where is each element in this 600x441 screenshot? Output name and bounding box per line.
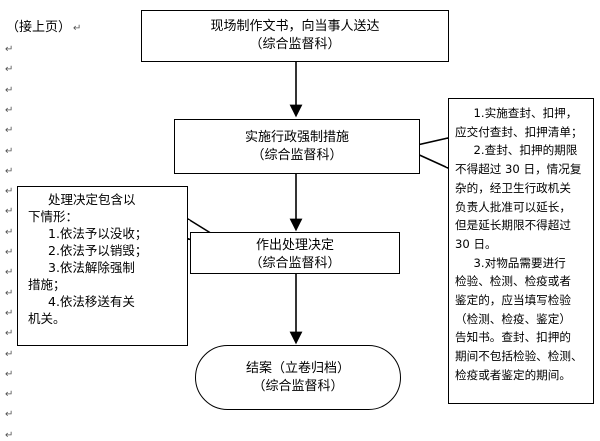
left-note-line: 2.依法予以销毁； <box>48 243 148 258</box>
left-note-line: 机关。 <box>28 311 66 326</box>
paragraph-mark: ↵ <box>5 104 14 116</box>
right-note-line: 鉴定的，应当填写检验 <box>455 293 571 308</box>
left-note-line: 1.依法予以没收； <box>48 226 148 241</box>
step-3-title: 作出处理决定 <box>255 238 334 253</box>
step-4-title: 结案（立卷归档） <box>245 361 350 376</box>
left-note-line: 3.依法解除强制 <box>48 260 135 275</box>
paragraph-mark: ↵ <box>5 206 14 218</box>
paragraph-mark: ↵ <box>5 409 14 421</box>
right-note-line: 应交付查封、扣押清单； <box>455 124 583 139</box>
left-note-line: 4.依法移送有关 <box>48 294 135 309</box>
continued-label: （接上页）↵ <box>6 20 82 35</box>
paragraph-mark: ↵ <box>5 389 14 401</box>
step-box-2: 实施行政强制措施 （综合监督科） <box>174 119 420 174</box>
left-note-line: 处理决定包含以 <box>48 192 136 207</box>
paragraph-mark: ↵ <box>5 287 14 299</box>
paragraph-mark: ↵ <box>5 267 14 279</box>
step-box-1: 现场制作文书，向当事人送达 （综合监督科） <box>141 10 449 62</box>
step-2-title: 实施行政强制措施 <box>244 130 349 145</box>
right-note-line: 检疫或者鉴定的期间。 <box>455 367 571 382</box>
left-note-line: 下情形： <box>28 209 79 224</box>
right-note-line: 杂的，经卫生行政机关 <box>455 180 571 195</box>
paragraph-mark: ↵ <box>5 186 14 198</box>
right-note-line: 30 日。 <box>455 236 497 251</box>
paragraph-mark: ↵ <box>5 348 14 360</box>
right-note-line: （检测、检疫、鉴定） <box>455 311 571 326</box>
right-note-line: 不得超过 30 日，情况复 <box>455 162 582 177</box>
right-note-line: 但是延长期限不得超过 <box>455 218 571 233</box>
step-4-dept: （综合监督科） <box>252 379 344 394</box>
right-note-line: 期间不包括检验、检测、 <box>455 349 583 364</box>
right-note-line: 2.查封、扣押的期限 <box>473 143 578 158</box>
step-box-4-terminal: 结案（立卷归档） （综合监督科） <box>195 345 401 410</box>
right-note-line: 负责人批准可以延长， <box>455 199 571 214</box>
right-note-line: 检验、检测、检疫或者 <box>455 274 571 289</box>
right-note-line: 3.对物品需要进行 <box>473 255 566 270</box>
paragraph-mark: ↵ <box>5 368 14 380</box>
step-3-dept: （综合监督科） <box>249 256 341 271</box>
step-box-3: 作出处理决定 （综合监督科） <box>190 232 400 274</box>
paragraph-mark: ↵ <box>5 165 14 177</box>
paragraph-mark: ↵ <box>5 247 14 258</box>
paragraph-mark: ↵ <box>5 84 14 96</box>
left-note-line: 措施； <box>28 277 66 292</box>
paragraph-mark: ↵ <box>5 125 14 137</box>
paragraph-mark: ↵ <box>5 328 14 340</box>
step-2-dept: （综合监督科） <box>251 148 343 163</box>
step-1-dept: （综合监督科） <box>249 37 341 52</box>
paragraph-mark: ↵ <box>5 226 14 238</box>
left-note-callout: 处理决定包含以 下情形： 1.依法予以没收； 2.依法予以销毁； 3.依法解除强… <box>17 186 188 346</box>
paragraph-mark: ↵ <box>5 145 14 157</box>
paragraph-mark: ↵ <box>5 429 14 441</box>
paragraph-mark: ↵ <box>5 44 14 55</box>
paragraph-mark: ↵ <box>5 307 14 319</box>
right-note-line: 告知书。查封、扣押的 <box>455 330 571 345</box>
paragraph-mark: ↵ <box>5 64 14 76</box>
right-note-callout: 1.实施查封、扣押， 应交付查封、扣押清单； 2.查封、扣押的期限 不得超过 3… <box>448 98 594 404</box>
right-note-line: 1.实施查封、扣押， <box>473 106 578 120</box>
step-1-title: 现场制作文书，向当事人送达 <box>210 19 380 34</box>
